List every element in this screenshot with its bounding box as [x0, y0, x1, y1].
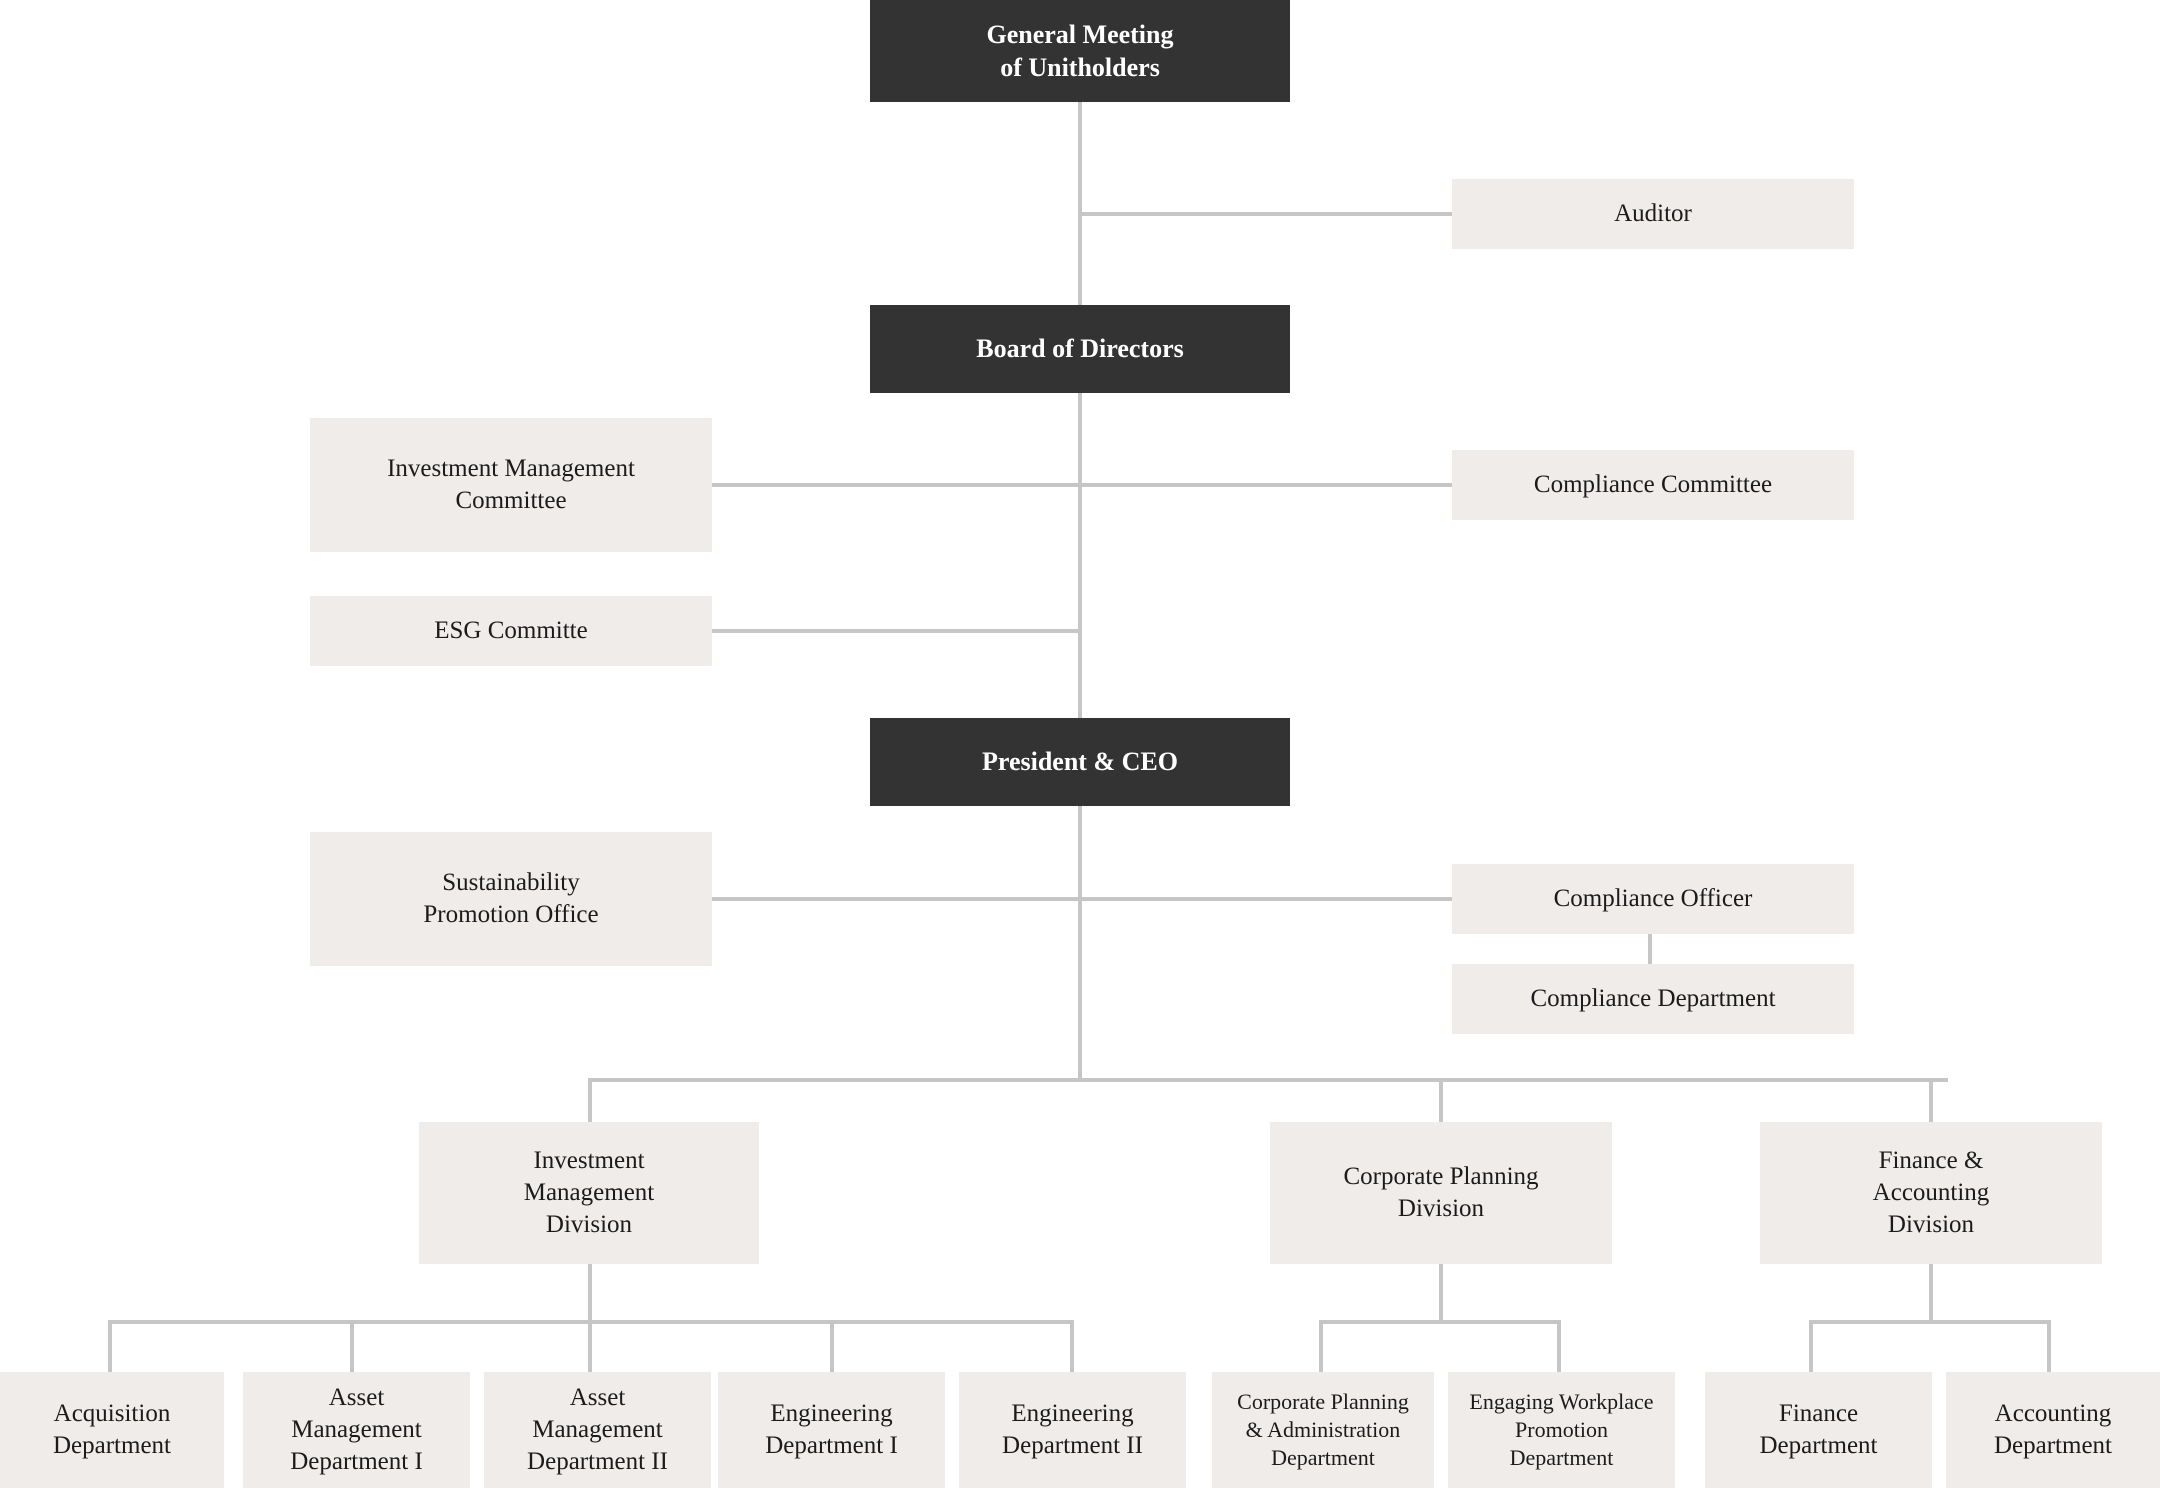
connector-spine-ceo-to-divisions [1078, 806, 1082, 1082]
node-label-finance-department: Finance Department [1759, 1400, 1878, 1459]
connector-branch-compliance-officer [1078, 897, 1452, 901]
node-accounting-department[interactable]: Accounting Department [1946, 1372, 2160, 1488]
node-investment-management-division[interactable]: Investment Management Division [419, 1122, 759, 1264]
connector-bus-divisions [588, 1078, 1948, 1082]
node-engineering-department-ii[interactable]: Engineering Department II [959, 1372, 1186, 1488]
connector-branch-meeting-to-auditor [1078, 212, 1452, 216]
node-label-asset-management-department-ii: Asset Management Department II [527, 1384, 668, 1475]
connector-leg-engaging-workplace-promotion-department [1557, 1320, 1561, 1372]
connector-spine-meeting-to-board [1078, 102, 1082, 305]
connector-spine-board-to-ceo [1078, 393, 1082, 718]
connector-leg-asset-management-department-ii [588, 1320, 592, 1372]
node-label-compliance-officer: Compliance Officer [1553, 885, 1753, 912]
connector-stem-investment-management-division [588, 1264, 592, 1322]
node-board-of-directors[interactable]: Board of Directors [870, 305, 1290, 393]
node-label-corporate-planning-division: Corporate Planning Division [1343, 1163, 1539, 1222]
node-label-finance-and-accounting-division: Finance & Accounting Division [1872, 1147, 1990, 1238]
node-label-general-meeting-of-unitholders: General Meeting of Unitholders [986, 19, 1174, 82]
connector-branch-investment-management-committee [712, 483, 1078, 487]
connector-link-compliance-officer-to-department [1648, 934, 1652, 964]
node-label-compliance-committee: Compliance Committee [1533, 471, 1773, 498]
connector-leg-finance-department [1809, 1320, 1813, 1372]
connector-leg-acquisition-department [108, 1320, 112, 1372]
connector-stem-corporate-planning-division [1439, 1264, 1443, 1322]
node-label-engineering-department-ii: Engineering Department II [1002, 1400, 1143, 1459]
node-compliance-department[interactable]: Compliance Department [1452, 964, 1854, 1034]
node-finance-and-accounting-division[interactable]: Finance & Accounting Division [1760, 1122, 2102, 1264]
connector-leg-accounting-department [2047, 1320, 2051, 1372]
node-president-and-ceo[interactable]: President & CEO [870, 718, 1290, 806]
connector-leg-engineering-department-i [830, 1320, 834, 1372]
node-sustainability-promotion-office[interactable]: Sustainability Promotion Office [310, 832, 712, 966]
connector-leg-finance-and-accounting-division [1929, 1078, 1933, 1122]
connector-bus-corporate-planning-departments [1319, 1320, 1561, 1324]
connector-leg-corporate-planning-and-administration-department [1319, 1320, 1323, 1372]
node-label-board-of-directors: Board of Directors [976, 334, 1184, 364]
node-finance-department[interactable]: Finance Department [1705, 1372, 1932, 1488]
node-compliance-committee[interactable]: Compliance Committee [1452, 450, 1854, 520]
connector-branch-esg-committe [712, 629, 1078, 633]
connector-leg-asset-management-department-i [350, 1320, 354, 1372]
node-label-sustainability-promotion-office: Sustainability Promotion Office [423, 869, 599, 928]
node-asset-management-department-i[interactable]: Asset Management Department I [243, 1372, 470, 1488]
node-label-president-and-ceo: President & CEO [982, 747, 1178, 777]
node-auditor[interactable]: Auditor [1452, 179, 1854, 249]
connector-leg-investment-management-division [588, 1078, 592, 1122]
node-label-compliance-department: Compliance Department [1530, 985, 1776, 1012]
connector-stem-finance-and-accounting-division [1929, 1264, 1933, 1322]
node-esg-committe[interactable]: ESG Committe [310, 596, 712, 666]
node-label-engineering-department-i: Engineering Department I [765, 1400, 898, 1459]
node-label-auditor: Auditor [1614, 200, 1692, 227]
node-general-meeting-of-unitholders[interactable]: General Meeting of Unitholders [870, 0, 1290, 102]
node-investment-management-committee[interactable]: Investment Management Committee [310, 418, 712, 552]
node-label-accounting-department: Accounting Department [1993, 1400, 2112, 1459]
connector-leg-corporate-planning-division [1439, 1078, 1443, 1122]
node-label-asset-management-department-i: Asset Management Department I [290, 1384, 423, 1475]
node-corporate-planning-division[interactable]: Corporate Planning Division [1270, 1122, 1612, 1264]
node-label-corporate-planning-and-administration-department: Corporate Planning & Administration Depa… [1237, 1388, 1409, 1471]
connector-bus-finance-departments [1809, 1320, 2049, 1324]
node-label-esg-committe: ESG Committe [434, 617, 588, 644]
connector-branch-compliance-committee [1078, 483, 1452, 487]
node-compliance-officer[interactable]: Compliance Officer [1452, 864, 1854, 934]
node-label-engaging-workplace-promotion-department: Engaging Workplace Promotion Department [1469, 1388, 1654, 1471]
connector-branch-sustainability-promotion-office [712, 897, 1078, 901]
node-engineering-department-i[interactable]: Engineering Department I [718, 1372, 945, 1488]
connector-leg-engineering-department-ii [1070, 1320, 1074, 1372]
node-asset-management-department-ii[interactable]: Asset Management Department II [484, 1372, 711, 1488]
node-acquisition-department[interactable]: Acquisition Department [0, 1372, 224, 1488]
node-label-investment-management-division: Investment Management Division [523, 1147, 655, 1238]
node-label-investment-management-committee: Investment Management Committee [387, 455, 635, 514]
node-engaging-workplace-promotion-department[interactable]: Engaging Workplace Promotion Department [1448, 1372, 1675, 1488]
node-corporate-planning-and-administration-department[interactable]: Corporate Planning & Administration Depa… [1212, 1372, 1434, 1488]
node-label-acquisition-department: Acquisition Department [52, 1400, 171, 1459]
